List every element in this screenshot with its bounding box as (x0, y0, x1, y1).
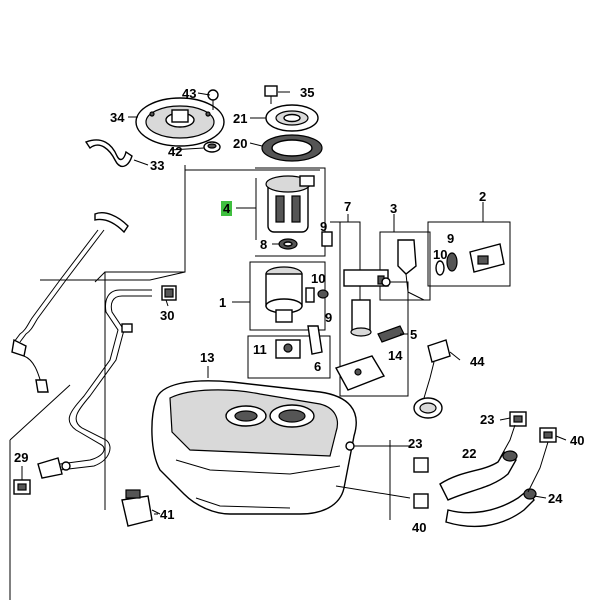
callout-3: 3 (390, 201, 397, 216)
callout-numbers: 43 35 34 21 20 42 33 4 8 7 3 2 9 10 9 1 … (14, 85, 584, 535)
seal-9-right (446, 252, 458, 272)
callout-44: 44 (470, 354, 485, 369)
callout-9-left: 9 (325, 310, 332, 325)
fuel-gauge-sender-3 (381, 239, 425, 301)
callout-11: 11 (253, 342, 267, 357)
plate-bolt (207, 89, 219, 110)
callout-43: 43 (182, 86, 196, 101)
o-ring-8 (278, 238, 298, 250)
callout-5: 5 (410, 327, 417, 342)
callout-10-right: 10 (433, 247, 447, 262)
float-arm-44 (413, 339, 451, 419)
callout-24: 24 (548, 491, 563, 506)
check-valve-2 (469, 243, 505, 273)
callout-13: 13 (200, 350, 214, 365)
washer-9-lower (305, 287, 315, 303)
fuel-pump-1 (265, 266, 303, 323)
callout-10-left: 10 (311, 271, 325, 286)
breather-hose-24 (445, 488, 537, 528)
callout-1: 1 (219, 295, 226, 310)
clamp-40-bottom (413, 493, 429, 509)
seal-10-upper (317, 289, 329, 299)
callout-9-top: 9 (320, 219, 327, 234)
strainer-9-top (321, 231, 333, 247)
fuel-tank-13 (151, 380, 411, 515)
callout-20: 20 (233, 136, 247, 151)
clip-30 (161, 285, 177, 301)
callout-14: 14 (388, 348, 403, 363)
fuel-pump-cover-plate (135, 97, 225, 147)
callout-2: 2 (479, 189, 486, 204)
leader-lines (21, 91, 567, 515)
callout-30: 30 (160, 308, 174, 323)
connector-11 (275, 339, 301, 359)
callout-9-right: 9 (447, 231, 454, 246)
filter-6 (307, 325, 323, 355)
callout-34: 34 (110, 110, 125, 125)
plate-14 (334, 355, 386, 391)
callout-8: 8 (260, 237, 267, 252)
clamp-23-left (413, 457, 429, 473)
fuel-pump-module-4 (265, 175, 315, 233)
gasket-ring-21 (265, 104, 319, 132)
callout-33: 33 (150, 158, 164, 173)
seal-10-right (435, 260, 445, 276)
grommet-42 (203, 141, 221, 153)
callout-29: 29 (14, 450, 28, 465)
clamp-29 (13, 479, 31, 495)
callout-22: 22 (462, 446, 476, 461)
bracket-41 (121, 489, 161, 527)
callout-40-right: 40 (570, 433, 584, 448)
callout-23-left: 23 (408, 436, 422, 451)
callout-7: 7 (344, 199, 351, 214)
fuel-level-sender-7 (343, 269, 389, 337)
callout-23-right: 23 (480, 412, 494, 427)
clamp-40-right (539, 427, 557, 443)
callout-4: 4 (223, 201, 231, 216)
fuel-feed-line (11, 212, 129, 393)
connector-lines-right (499, 424, 549, 493)
callout-42: 42 (168, 144, 182, 159)
gasket-ring-20 (261, 134, 323, 162)
fuel-return-line (37, 289, 152, 479)
callout-35: 35 (300, 85, 314, 100)
callout-41: 41 (160, 507, 174, 522)
callout-4-highlight (221, 201, 232, 216)
callout-21: 21 (233, 111, 247, 126)
vent-hose-33 (84, 139, 133, 167)
assembly-frames (9, 165, 511, 600)
bolt-35 (264, 85, 278, 104)
clamp-23-right (509, 411, 527, 427)
callout-40-bottom: 40 (412, 520, 426, 535)
callout-6: 6 (314, 359, 321, 374)
filler-hose-22 (439, 450, 518, 501)
